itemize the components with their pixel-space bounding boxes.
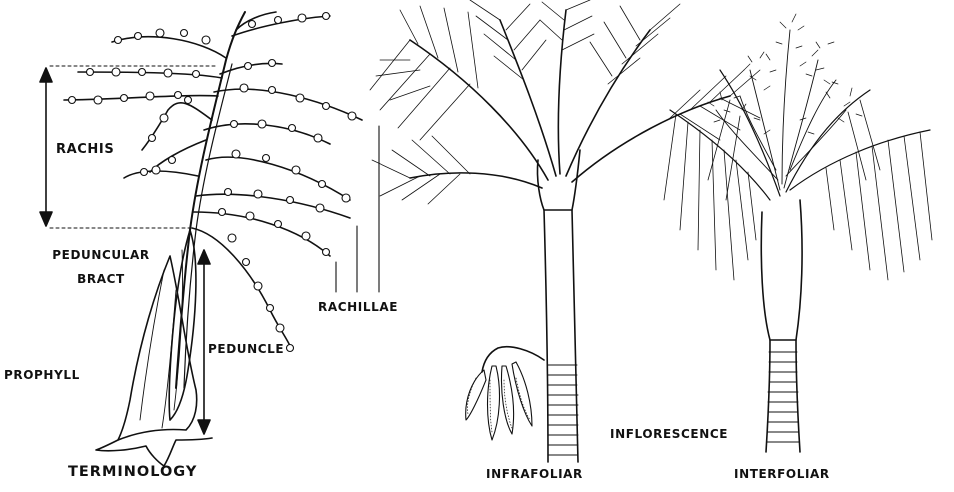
interfoliar-palm bbox=[664, 14, 932, 452]
inflorescence-caption: INFLORESCENCE bbox=[610, 427, 728, 441]
interfoliar-caption: INTERFOLIAR bbox=[734, 467, 830, 481]
terminology-caption: TERMINOLOGY bbox=[68, 464, 197, 480]
rachillae-label: RACHILLAE bbox=[318, 300, 398, 314]
infrafoliar-inflorescence bbox=[466, 362, 532, 440]
prophyll-label: PROPHYLL bbox=[4, 368, 80, 382]
peduncular-label: PEDUNCULAR bbox=[48, 248, 154, 262]
rachis-label: RACHIS bbox=[56, 142, 114, 157]
interfoliar-crownshaft bbox=[761, 200, 802, 340]
infrafoliar-caption: INFRAFOLIAR bbox=[486, 467, 583, 481]
terminology-illustration bbox=[40, 12, 379, 466]
peduncle-label: PEDUNCLE bbox=[208, 342, 284, 356]
rachis-arrow bbox=[40, 68, 52, 226]
bract-label: BRACT bbox=[48, 272, 154, 286]
flower-buds bbox=[69, 13, 357, 352]
inflorescence-base bbox=[96, 438, 212, 466]
rachillae-leaders bbox=[336, 126, 379, 292]
infrafoliar-palm bbox=[370, 0, 760, 462]
